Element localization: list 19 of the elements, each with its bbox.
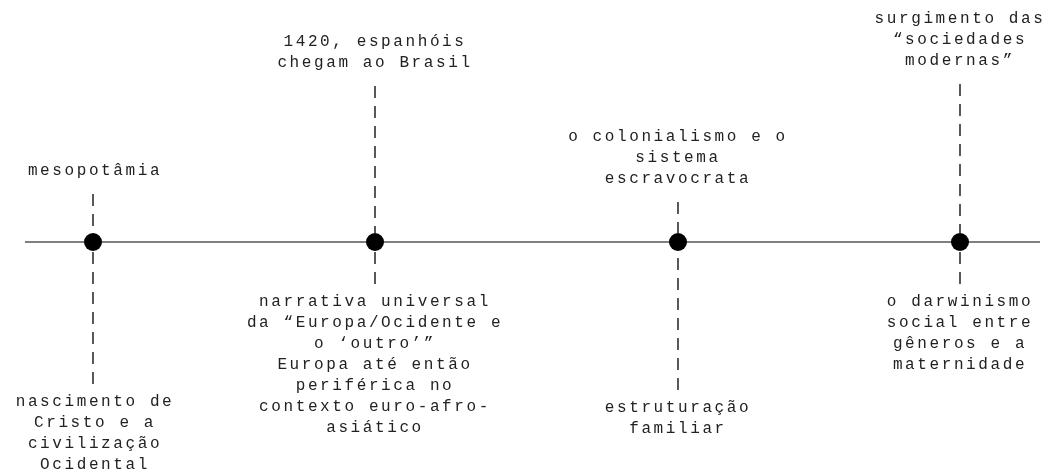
dashed-connector	[374, 250, 376, 285]
timeline-dot	[951, 233, 969, 251]
dashed-connector	[374, 85, 376, 234]
dashed-connector	[92, 250, 94, 385]
timeline-dot	[84, 233, 102, 251]
timeline-dot	[669, 233, 687, 251]
event-label: Europa até então periférica no contexto euro-afro-asiático	[258, 355, 492, 439]
event-label: 1420, espanhóis chegam ao Brasil	[250, 32, 500, 74]
event-label: surgimento das “sociedades modernas”	[865, 9, 1055, 72]
event-label: narrativa universal da “Europa/Ocidente e o ‘outro’”	[245, 292, 505, 355]
event-label: nascimento de Cristo e a civilização Ocidental	[7, 392, 183, 475]
timeline-dot	[366, 233, 384, 251]
event-label: mesopotâmia	[10, 161, 180, 182]
dashed-connector	[959, 250, 961, 285]
dashed-connector	[959, 83, 961, 234]
event-label: estruturação familiar	[593, 398, 763, 440]
dashed-connector	[677, 201, 679, 234]
event-label: o colonialismo e o sistema escravocrata	[563, 127, 793, 190]
event-label: o darwinismo social entre gêneros e a maternidade	[860, 292, 1057, 376]
